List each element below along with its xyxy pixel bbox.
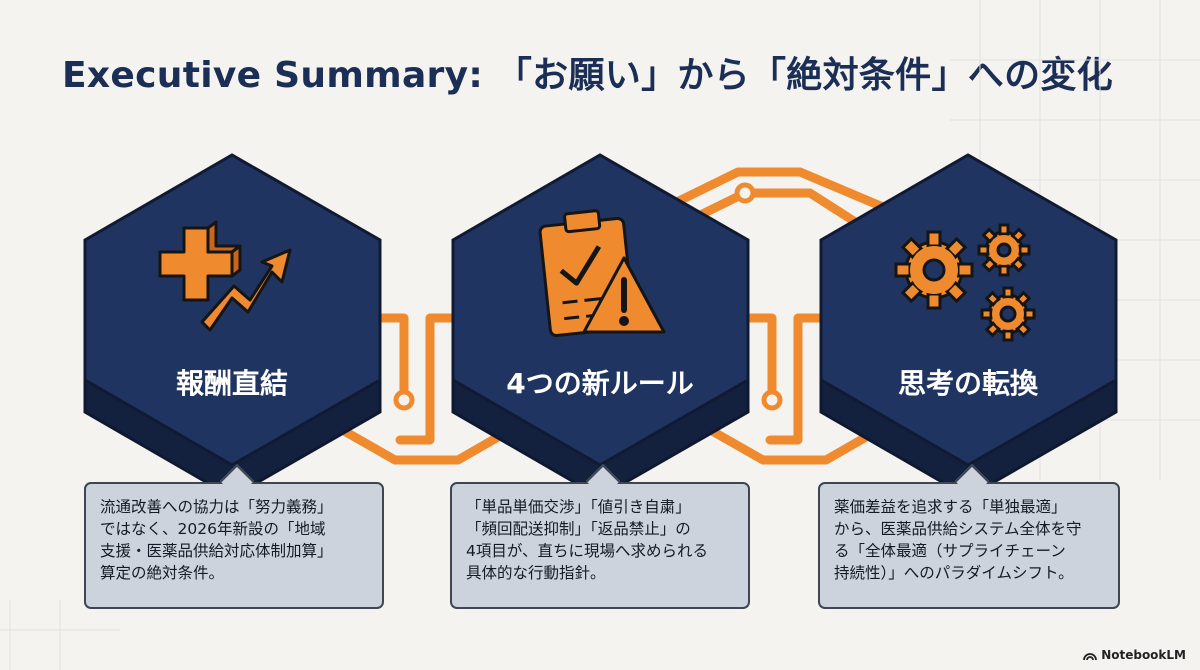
logo-text: NotebookLM: [1101, 648, 1186, 662]
callout-3: 薬価差益を追求する「単独最適」 から、医薬品供給システム全体を守 る「全体最適（…: [818, 464, 1120, 609]
callout-1-line-1: 流通改善への協力は「努力義務」: [100, 498, 333, 516]
callout-1-line-4: 算定の絶対条件。: [100, 564, 225, 582]
callout-2-line-1: 「単品単価交渉」「値引き自粛」: [466, 498, 691, 516]
callout-2-line-2: 「頻回配送抑制」「返品禁止」の: [466, 520, 691, 538]
hexagon-3: [819, 153, 1118, 499]
cross-with-rising-arrow-icon: [158, 220, 292, 332]
clipboard-checklist-warning-icon: [538, 209, 666, 337]
callout-2: 「単品単価交渉」「値引き自粛」 「頻回配送抑制」「返品禁止」の 4項目が、直ちに…: [450, 464, 750, 609]
callout-2-line-4: 具体的な行動指針。: [466, 564, 606, 582]
callout-3-line-3: る「全体最適（サプライチェーン: [834, 542, 1066, 560]
notebooklm-logo-icon: [1083, 652, 1098, 660]
circuit-connectors: [311, 167, 895, 465]
page-title: Executive Summary: 「お願い」から「絶対条件」への変化: [62, 55, 1113, 96]
callout-1-line-2: ではなく、2026年新設の「地域: [100, 520, 326, 538]
callout-1: 流通改善への協力は「努力義務」 ではなく、2026年新設の「地域 支援・医薬品供…: [84, 464, 384, 609]
callout-3-line-1: 薬価差益を追求する「単独最適」: [834, 498, 1067, 516]
callout-2-line-3: 4項目が、直ちに現場へ求められる: [466, 542, 709, 560]
hex-label-2: 4つの新ルール: [506, 367, 694, 400]
hexagon-1: [83, 153, 382, 499]
callout-3-line-4: 持続性）」へのパラダイムシフト。: [834, 564, 1074, 582]
connector-terminals: [393, 182, 783, 411]
gears-icon: [894, 223, 1036, 342]
hex-label-1: 報酬直結: [175, 367, 288, 400]
callout-3-line-2: から、医薬品供給システム全体を守: [834, 520, 1082, 538]
hex-label-3: 思考の転換: [897, 367, 1038, 400]
notebooklm-logo: NotebookLM: [1083, 648, 1186, 662]
callout-1-line-3: 支援・医薬品供給対応体制加算」: [100, 542, 333, 560]
